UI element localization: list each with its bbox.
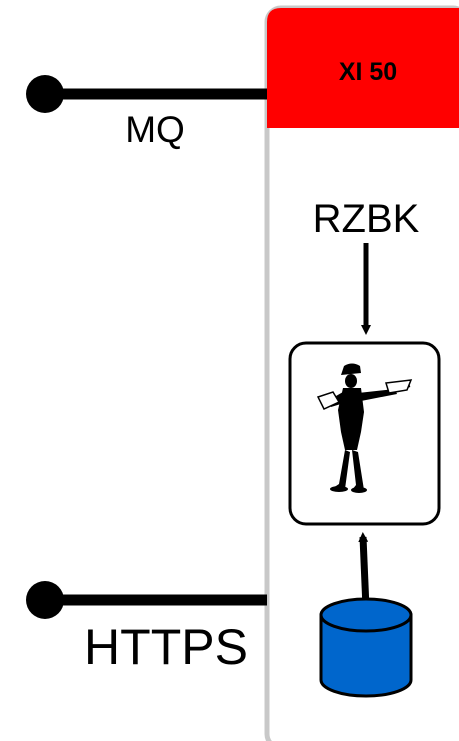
mq-endpoint-dot bbox=[26, 75, 64, 113]
component-box bbox=[288, 341, 441, 526]
database-cylinder-icon bbox=[319, 597, 413, 698]
appliance-title: XI 50 bbox=[339, 58, 397, 86]
arrow-up bbox=[358, 532, 370, 609]
https-label: HTTPS bbox=[84, 619, 248, 675]
component-label: RZBK bbox=[313, 197, 420, 241]
https-endpoint-dot bbox=[26, 581, 64, 619]
appliance-header bbox=[267, 8, 459, 128]
connection-https: HTTPS bbox=[26, 581, 267, 675]
connection-mq: MQ bbox=[26, 75, 267, 150]
mq-label: MQ bbox=[125, 109, 185, 150]
person-pointing-icon bbox=[316, 363, 413, 493]
